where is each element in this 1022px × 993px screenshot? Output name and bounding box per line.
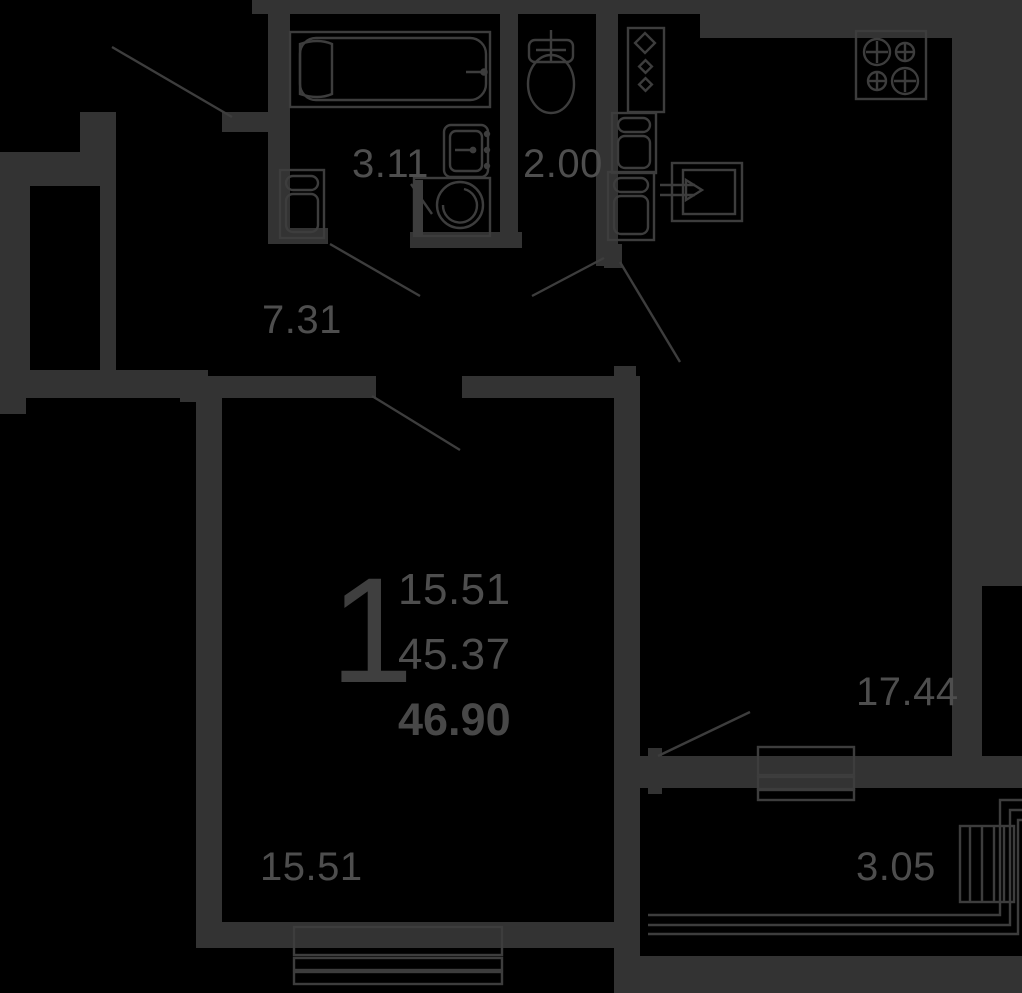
toilet-icon <box>526 30 576 115</box>
total-area-value: 46.90 <box>398 694 511 745</box>
washing-machine-icon <box>410 176 492 238</box>
window-living-room <box>292 925 504 986</box>
leader-lines <box>111 45 751 758</box>
bathtub-icon <box>288 30 492 109</box>
room-area-hallway: 7.31 <box>262 298 342 342</box>
living-area-value: 15.51 <box>398 565 511 614</box>
cabinet-icon <box>278 168 326 240</box>
fixtures-layer <box>278 26 1022 986</box>
cabinet-icon <box>610 111 658 175</box>
room-area-toilet: 2.00 <box>523 142 603 186</box>
sink-icon <box>442 123 491 179</box>
radiator-icon <box>958 824 1016 904</box>
kitchen-sink-icon <box>660 161 744 223</box>
cabinet-icon <box>626 26 666 114</box>
window-kitchen <box>756 745 856 802</box>
cabinet-icon <box>606 170 656 242</box>
stove-icon <box>854 29 928 101</box>
room-area-bathroom: 3.11 <box>352 142 429 186</box>
rooms-count: 1 <box>330 546 414 714</box>
room-area-living-room: 15.51 <box>260 845 363 889</box>
room-area-kitchen: 17.44 <box>856 670 959 714</box>
room-area-balcony: 3.05 <box>856 845 936 889</box>
balcony-glazing <box>648 798 1022 936</box>
area-without-balcony-value: 45.37 <box>398 630 511 679</box>
